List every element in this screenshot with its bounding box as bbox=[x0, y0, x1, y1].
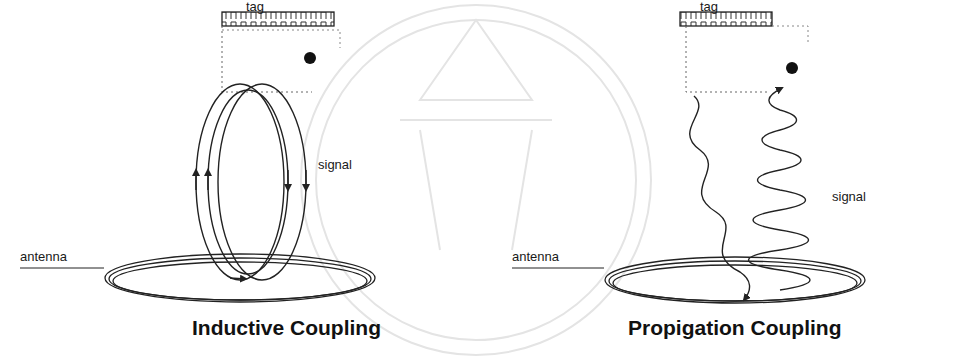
antenna-loop-left bbox=[20, 254, 375, 302]
magnetic-field-lines bbox=[196, 84, 306, 280]
part-label: tag bbox=[246, 0, 264, 14]
radio-waves bbox=[690, 88, 810, 300]
part-label: antenna bbox=[20, 250, 67, 264]
watermark bbox=[301, 5, 651, 355]
part-label: antenna bbox=[512, 250, 559, 264]
antenna-loop-right bbox=[512, 257, 865, 303]
signal-label: signal bbox=[318, 158, 352, 172]
figure-caption: Propigation Coupling bbox=[628, 316, 841, 339]
tag-right bbox=[680, 12, 808, 92]
part-label: tag bbox=[700, 0, 718, 14]
signal-label: signal bbox=[832, 190, 866, 204]
figure-caption: Inductive Coupling bbox=[192, 316, 381, 339]
tag-left bbox=[222, 12, 340, 92]
